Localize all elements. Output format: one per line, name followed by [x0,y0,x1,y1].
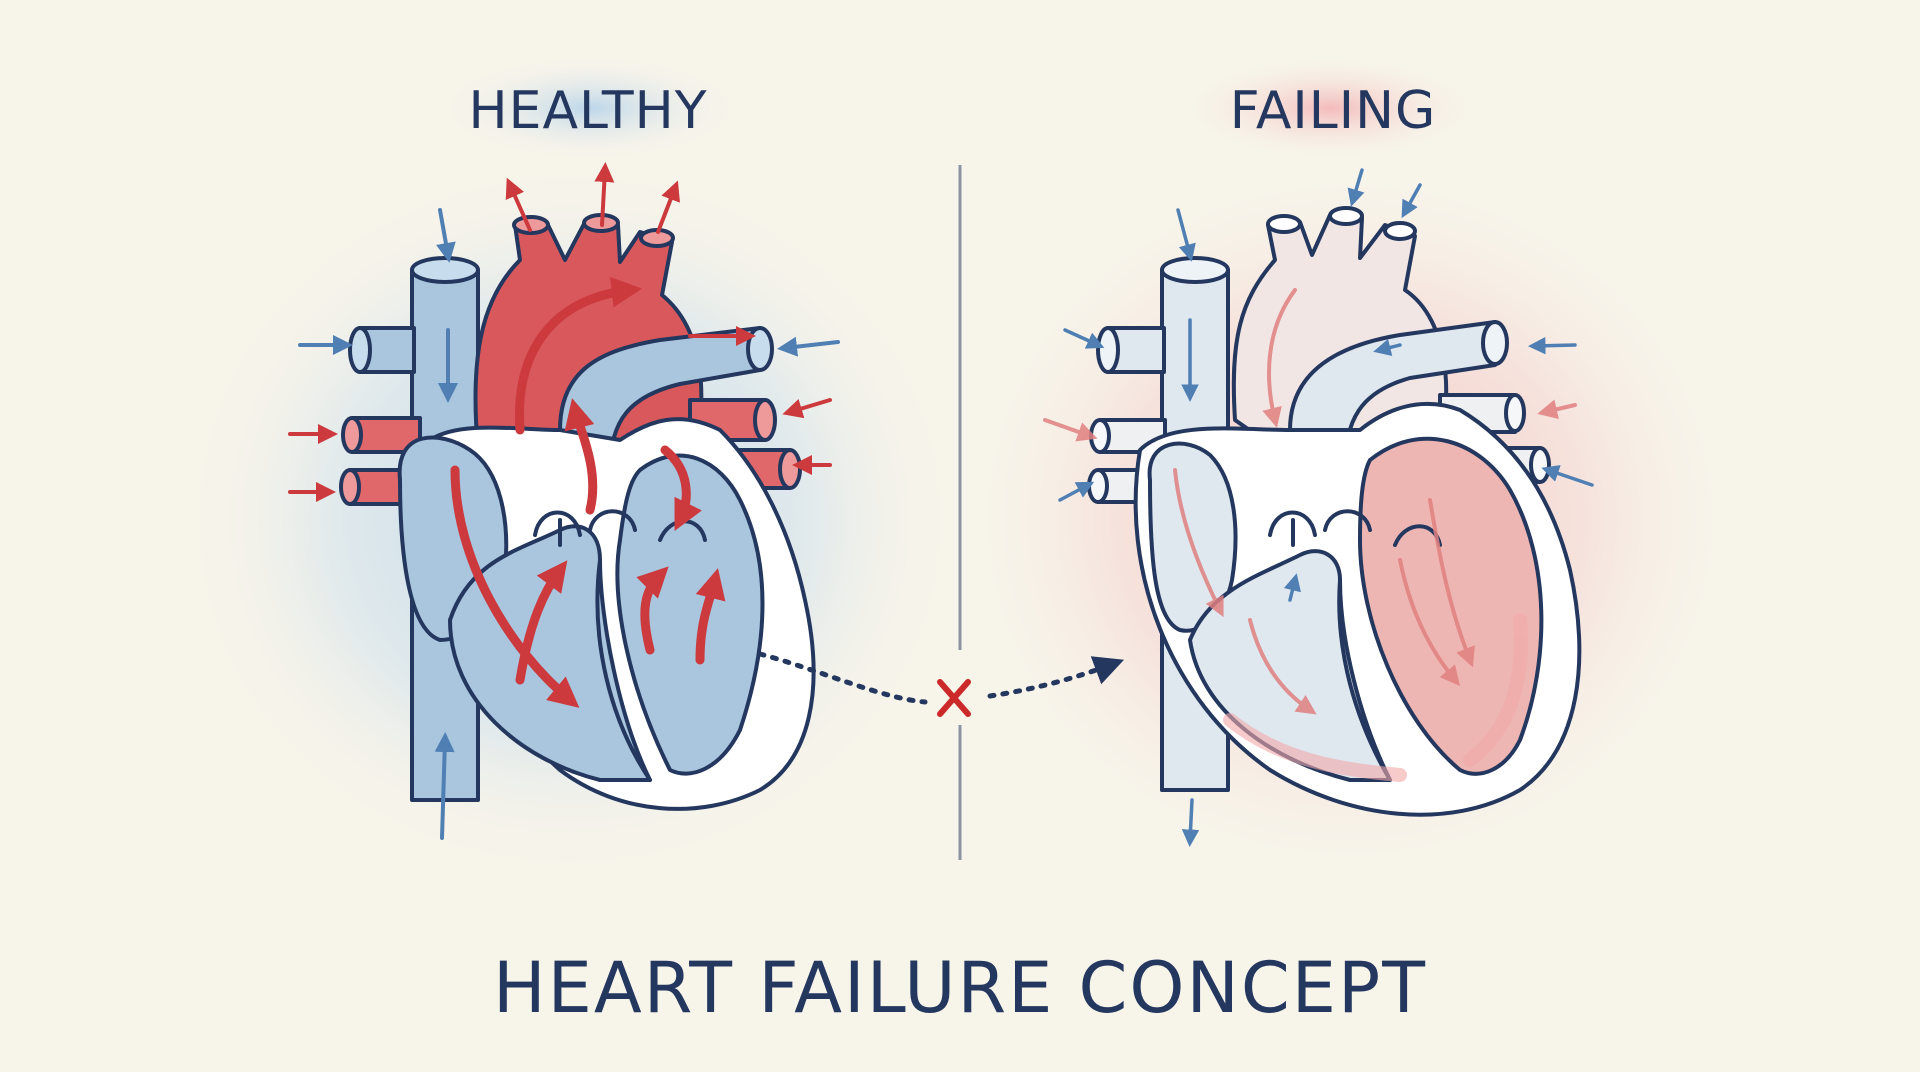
failing-flow-red [1043,288,1577,715]
healthy-flow-red [450,276,726,708]
diagram-title: HEART FAILURE CONCEPT [493,947,1427,1029]
failing-thickened-wall [1223,613,1528,782]
x-mark-icon [937,679,971,717]
healthy-right-ventricle [448,524,652,782]
failing-heart [1087,206,1582,817]
healthy-outflow-arrows [288,162,832,502]
healthy-label-highlight [440,56,740,160]
healthy-inflow-arrows [298,208,840,840]
healthy-label: HEALTHY [469,81,708,141]
failing-inflow-arrows [1058,168,1594,847]
healthy-left-ventricle [615,453,765,776]
transition-dotted-arrow-icon [757,651,1125,705]
failing-label: FAILING [1230,81,1437,141]
healthy-heart [339,213,816,811]
failing-label-highlight [1180,56,1480,160]
